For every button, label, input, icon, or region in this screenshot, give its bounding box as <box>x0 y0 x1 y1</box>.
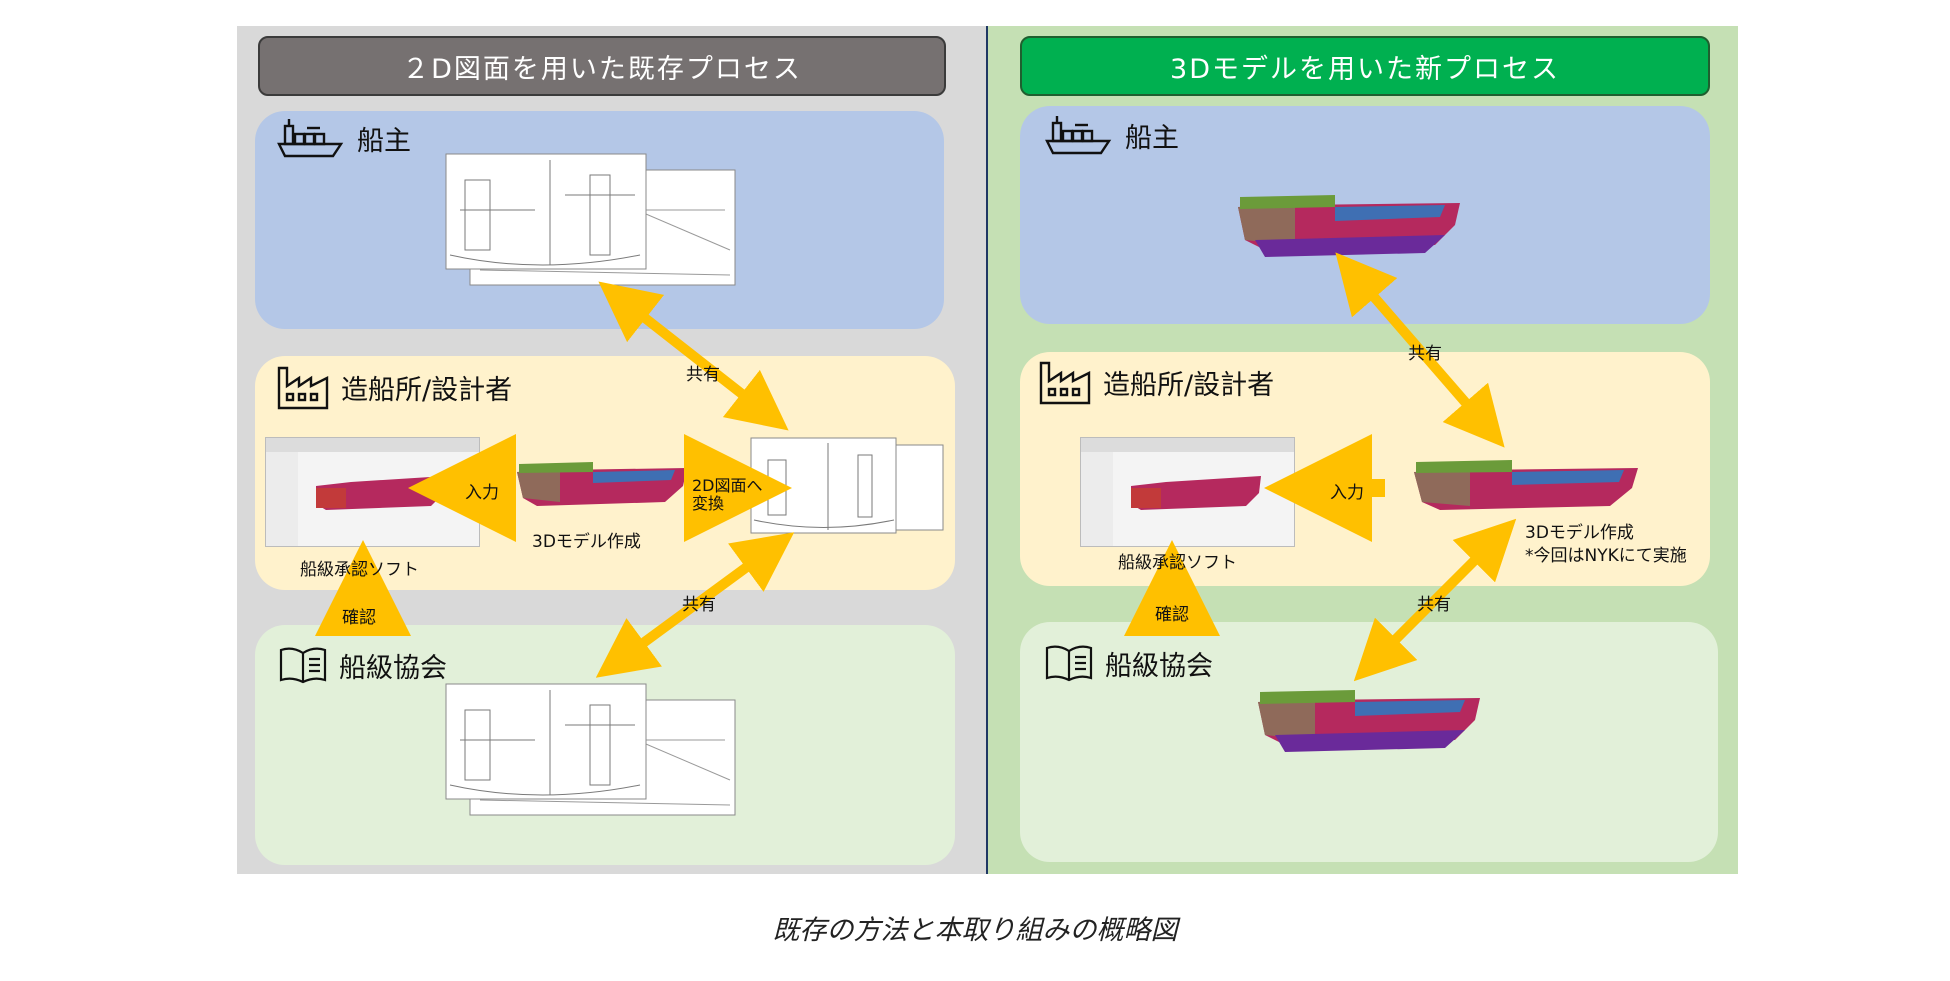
left-share-class-arrow <box>595 532 795 678</box>
left-share-label-top: 共有 <box>686 365 720 385</box>
new-process-title: 3Dモデルを用いた新プロセス <box>1020 36 1710 96</box>
figure-caption: 既存の方法と本取り組みの概略図 <box>772 915 1178 946</box>
left-share-owner-arrow <box>598 281 789 431</box>
owner-label: 船主 <box>357 125 411 157</box>
owner-3d-ship <box>1238 195 1460 257</box>
shipyard-label: 造船所/設計者 <box>1103 369 1275 401</box>
ship-icon <box>1045 116 1112 155</box>
left-owner-role: 船主 <box>275 116 411 160</box>
right-approval-software-screenshot <box>1080 437 1295 547</box>
panel-divider <box>986 26 988 874</box>
convert-label: 2D図面へ 変換 <box>692 476 763 514</box>
left-input-label: 入力 <box>465 483 499 503</box>
right-shipyard-role: 造船所/設計者 <box>1037 357 1274 407</box>
left-shipyard-3d-ship <box>517 462 687 506</box>
ship-icon <box>277 119 344 158</box>
right-class-role: 船級協会 <box>1043 643 1213 683</box>
right-shipyard-3d-ship <box>1414 460 1638 510</box>
right-share-label-top: 共有 <box>1408 344 1442 364</box>
left-create-3d-label: 3Dモデル作成 <box>532 532 641 552</box>
right-share-owner-arrow <box>1335 252 1505 448</box>
class-3d-ship <box>1258 690 1480 752</box>
left-share-label-bottom: 共有 <box>682 595 716 615</box>
left-class-role: 船級協会 <box>277 645 447 685</box>
software-window-image <box>1081 438 1294 546</box>
right-create-3d-label: 3Dモデル作成 <box>1525 523 1634 543</box>
left-shipyard-role: 造船所/設計者 <box>275 362 512 412</box>
left-approval-software-label: 船級承認ソフト <box>300 560 419 580</box>
shipyard-label: 造船所/設計者 <box>341 374 513 406</box>
convert-label-line2: 変換 <box>692 494 725 514</box>
class-society-label: 船級協会 <box>339 652 447 684</box>
factory-icon <box>277 366 329 410</box>
right-confirm-label: 確認 <box>1155 605 1189 625</box>
convert-label-line1: 2D図面へ <box>692 476 763 495</box>
owner-2d-drawings <box>445 153 736 286</box>
right-share-label-bottom: 共有 <box>1417 595 1451 615</box>
class-society-label: 船級協会 <box>1105 650 1213 682</box>
nyk-note-label: *今回はNYKにて実施 <box>1525 546 1687 566</box>
book-icon <box>279 647 327 684</box>
right-share-class-arrow <box>1353 518 1517 682</box>
right-input-label: 入力 <box>1330 483 1364 503</box>
book-icon <box>1045 645 1093 682</box>
left-confirm-label: 確認 <box>342 608 376 628</box>
class-2d-drawings <box>445 683 736 816</box>
right-approval-software-label: 船級承認ソフト <box>1118 553 1237 573</box>
factory-icon <box>1039 361 1091 405</box>
owner-label: 船主 <box>1125 122 1179 154</box>
right-owner-role: 船主 <box>1043 113 1179 157</box>
existing-process-title: ２D図面を用いた既存プロセス <box>258 36 946 96</box>
